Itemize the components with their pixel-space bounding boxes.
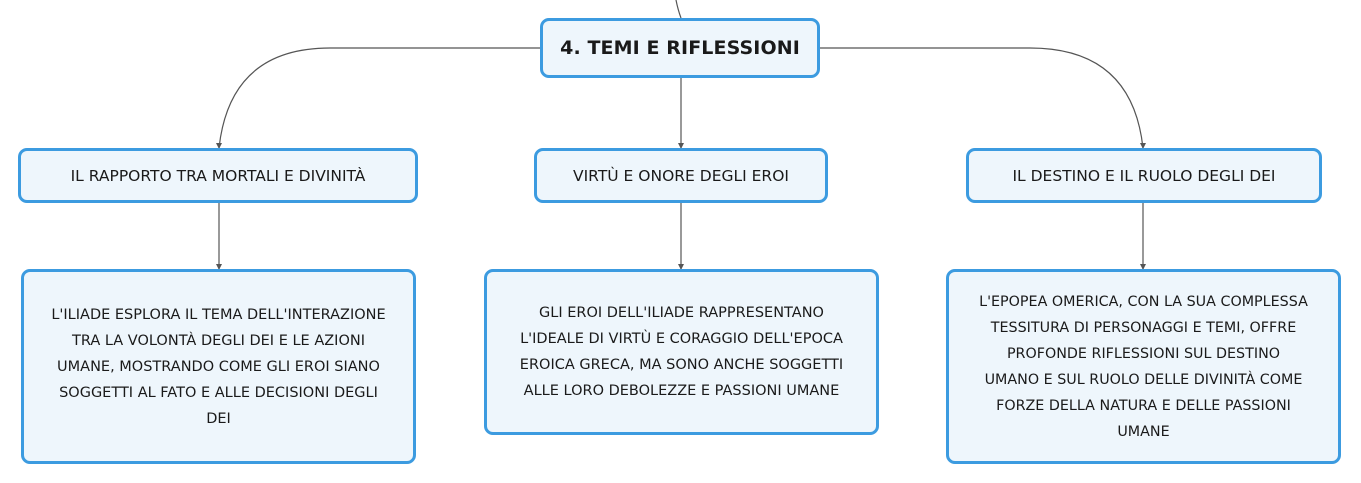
detail-text: GLI EROI DELL'ILIADE RAPPRESENTANO L'IDE… bbox=[520, 300, 843, 404]
topic-1-arrowhead bbox=[216, 143, 222, 149]
detail-line: UMANE, MOSTRANDO COME GLI EROI SIANO bbox=[57, 358, 380, 375]
parent-connector bbox=[675, 0, 682, 19]
detail-line: SOGGETTI AL FATO E ALLE DECISIONI DEGLI bbox=[59, 384, 378, 401]
detail-text: L'ILIADE ESPLORA IL TEMA DELL'INTERAZION… bbox=[51, 302, 385, 432]
topic-node-label: IL DESTINO E IL RUOLO DEGLI DEI bbox=[1012, 166, 1276, 185]
detail-line: TESSITURA DI PERSONAGGI E TEMI, OFFRE bbox=[990, 319, 1297, 336]
detail-line: L'ILIADE ESPLORA IL TEMA DELL'INTERAZION… bbox=[51, 306, 386, 323]
detail-line: DEI bbox=[206, 410, 231, 427]
detail-2-arrowhead bbox=[678, 264, 684, 270]
topic-node-label: IL RAPPORTO TRA MORTALI E DIVINITÀ bbox=[70, 166, 366, 185]
topic-node-mortali-divinita[interactable]: IL RAPPORTO TRA MORTALI E DIVINITÀ bbox=[18, 148, 418, 203]
topic-node-destino-dei[interactable]: IL DESTINO E IL RUOLO DEGLI DEI bbox=[966, 148, 1322, 203]
topic-node-label: VIRTÙ E ONORE DEGLI EROI bbox=[573, 166, 789, 185]
topic-node-virtu-onore[interactable]: VIRTÙ E ONORE DEGLI EROI bbox=[534, 148, 828, 203]
detail-node-virtu-onore[interactable]: GLI EROI DELL'ILIADE RAPPRESENTANO L'IDE… bbox=[484, 269, 879, 435]
detail-node-destino-dei[interactable]: L'EPOPEA OMERICA, CON LA SUA COMPLESSA T… bbox=[946, 269, 1341, 464]
detail-1-arrowhead bbox=[216, 264, 222, 270]
topic-2-arrowhead bbox=[678, 143, 684, 149]
detail-line: GLI EROI DELL'ILIADE RAPPRESENTANO bbox=[539, 305, 824, 321]
detail-line: EROICA GRECA, MA SONO ANCHE SOGGETTI bbox=[519, 357, 844, 373]
detail-line: FORZE DELLA NATURA E DELLE PASSIONI bbox=[996, 397, 1291, 414]
detail-3-arrowhead bbox=[1140, 264, 1146, 270]
detail-line: L'EPOPEA OMERICA, CON LA SUA COMPLESSA bbox=[979, 293, 1308, 310]
detail-line: UMANE bbox=[1117, 423, 1170, 440]
detail-line: PROFONDE RIFLESSIONI SUL DESTINO bbox=[1006, 345, 1281, 362]
root-node-label: 4. TEMI E RIFLESSIONI bbox=[560, 37, 800, 59]
detail-line: L'IDEALE DI VIRTÙ E CORAGGIO DELL'EPOCA bbox=[520, 331, 843, 347]
root-to-topic-1-connector bbox=[218, 47, 540, 149]
detail-line: TRA LA VOLONTÀ DEGLI DEI E LE AZIONI bbox=[71, 332, 365, 349]
root-node[interactable]: 4. TEMI E RIFLESSIONI bbox=[540, 18, 820, 78]
detail-line: ALLE LORO DEBOLEZZE E PASSIONI UMANE bbox=[523, 383, 840, 399]
root-to-topic-3-connector bbox=[820, 47, 1144, 149]
topic-3-arrowhead bbox=[1140, 143, 1146, 149]
detail-text: L'EPOPEA OMERICA, CON LA SUA COMPLESSA T… bbox=[979, 289, 1308, 445]
detail-node-mortali-divinita[interactable]: L'ILIADE ESPLORA IL TEMA DELL'INTERAZION… bbox=[21, 269, 416, 464]
detail-line: UMANO E SUL RUOLO DELLE DIVINITÀ COME bbox=[984, 371, 1303, 388]
